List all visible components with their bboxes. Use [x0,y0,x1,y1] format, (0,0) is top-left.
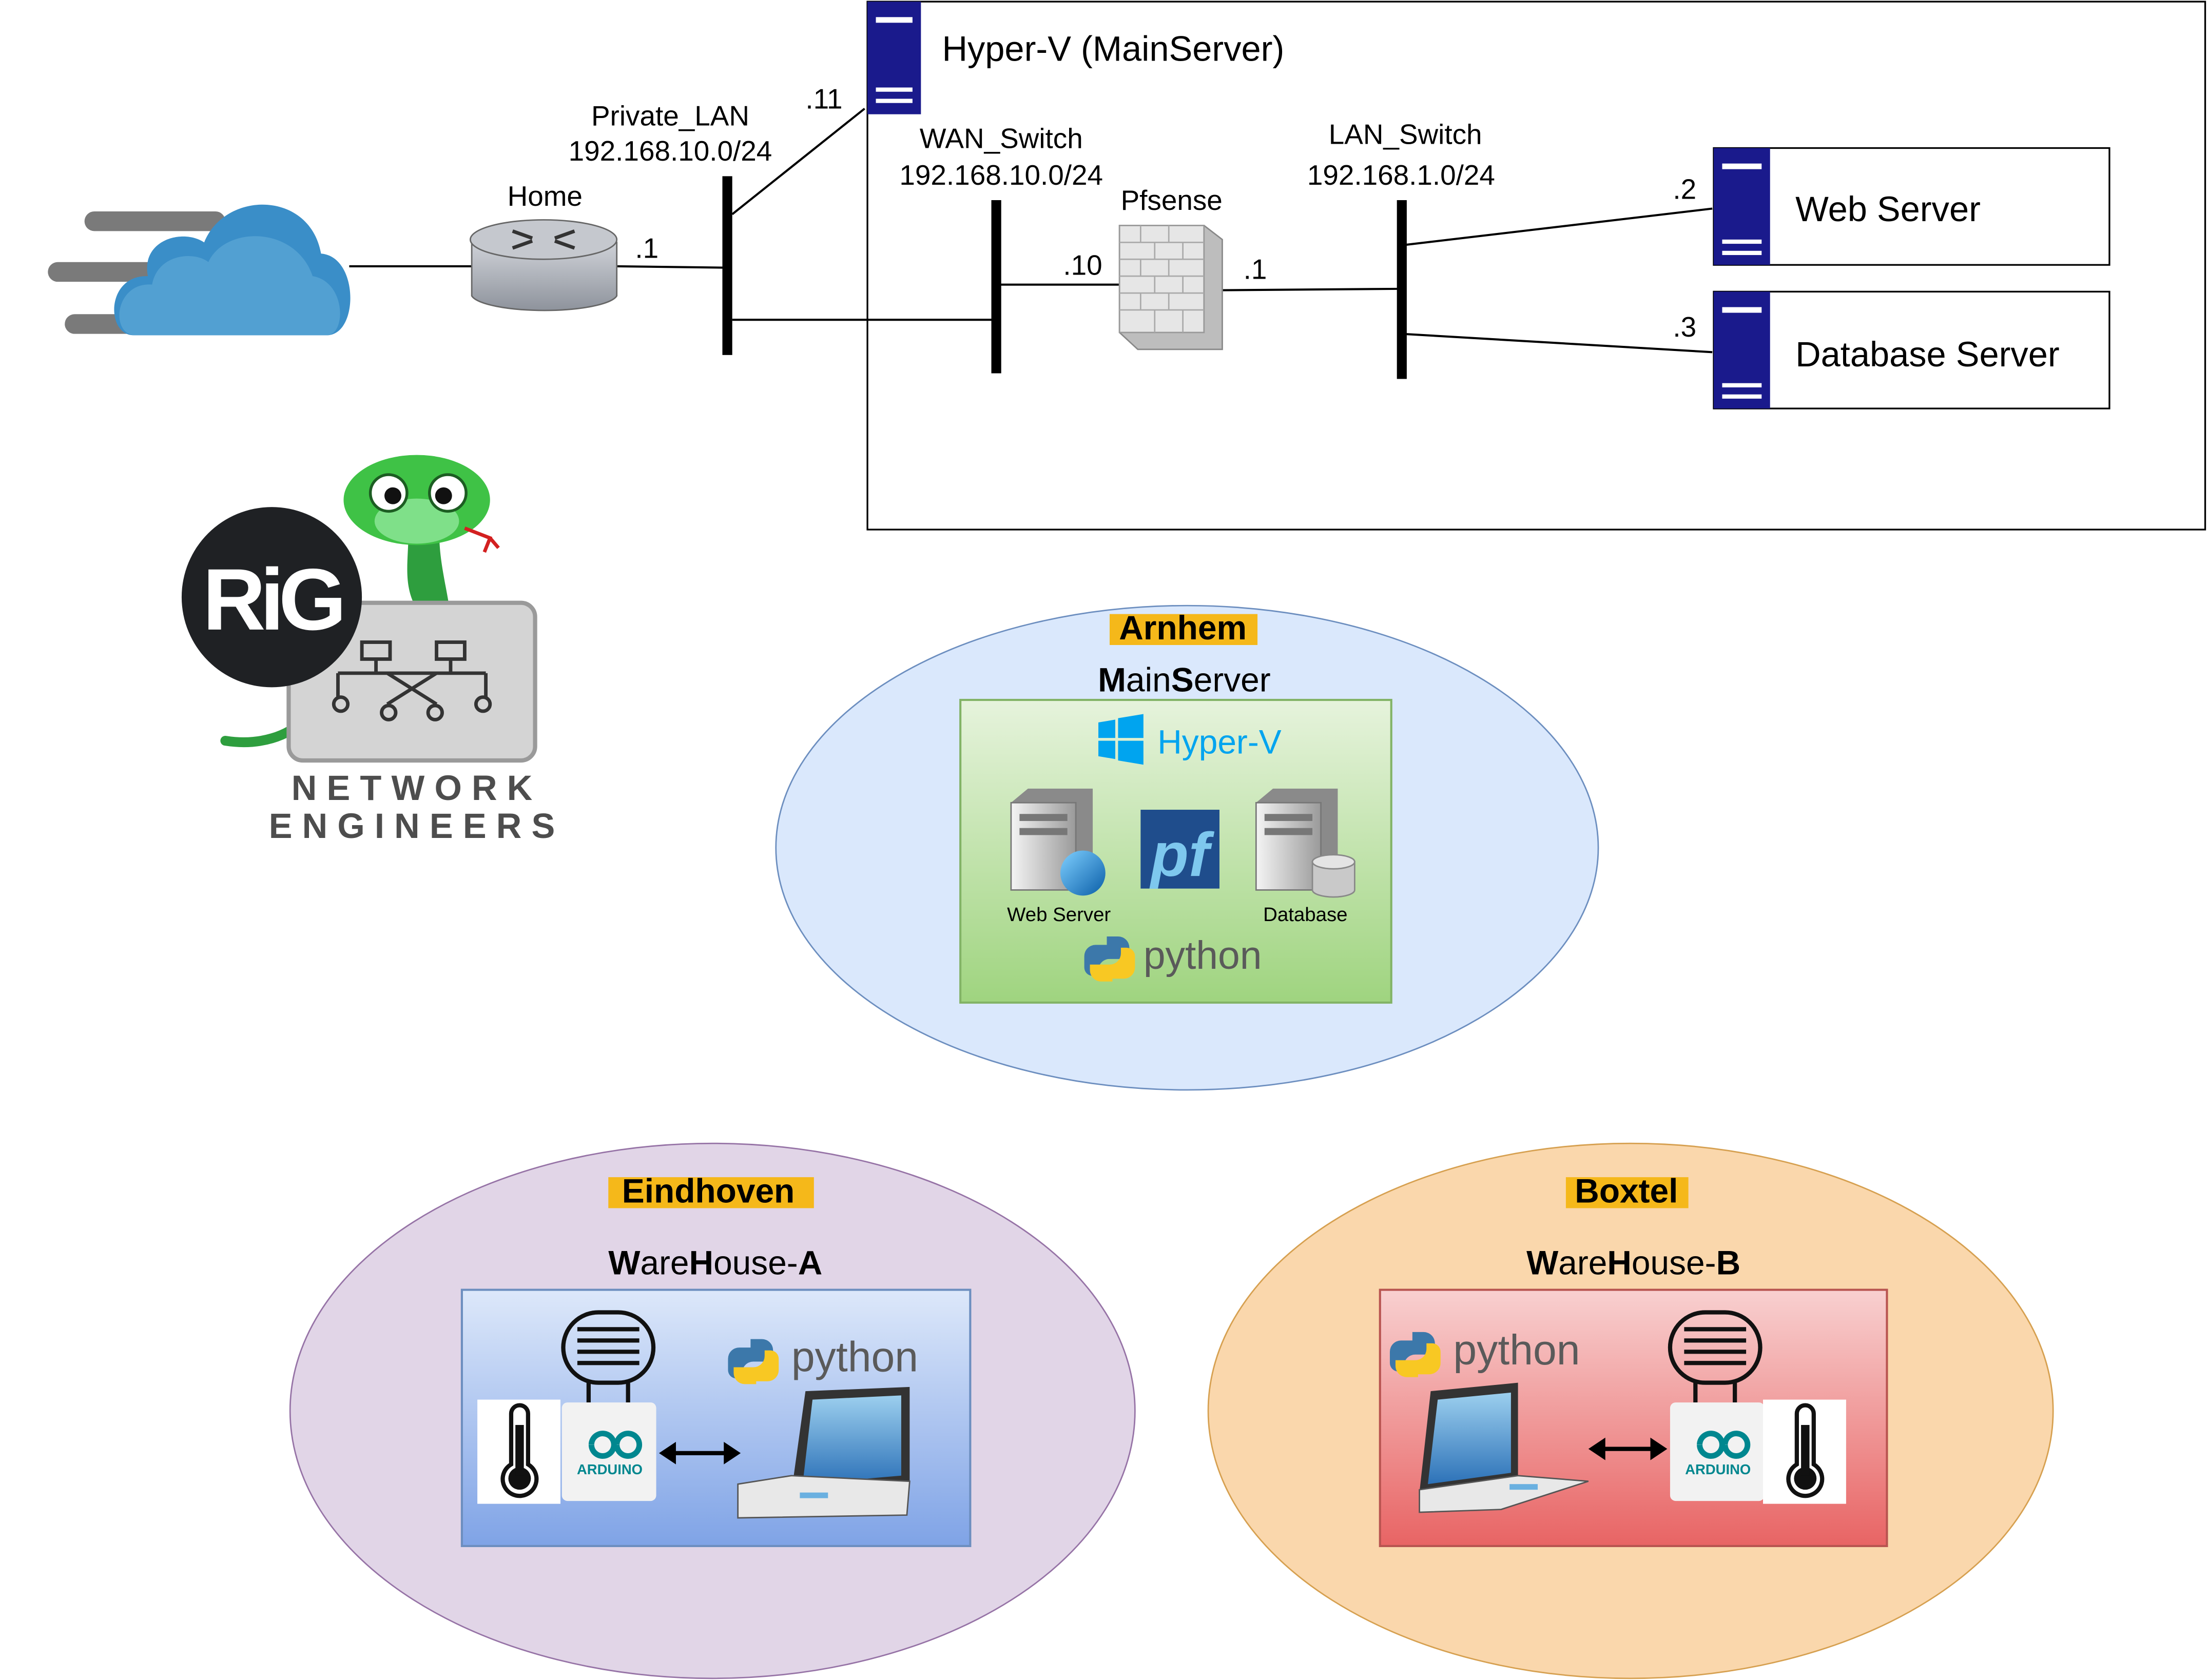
site-eindhoven: Eindhoven WareHouse-A ARDUINO python [289,1142,1136,1679]
db-server-label: Database Server [1795,335,2060,374]
web-server-ip: .2 [1673,173,1696,205]
thermometer-icon [1763,1399,1846,1504]
lan-switch-subnet: 192.168.1.0/24 [1307,159,1495,191]
site-boxtel: Boxtel WareHouse-B python ARDUINO [1207,1142,2054,1679]
arnhem-server-title: MainServer [1098,661,1271,699]
svg-text:ARDUINO: ARDUINO [577,1461,643,1477]
eindhoven-highlight [608,1177,814,1208]
python-text: python [1453,1326,1580,1374]
db-server-icon [1713,291,1770,409]
site-arnhem: Arnhem MainServer Hyper-V Web Server pf [775,604,1599,1091]
pfsense-wan-ip: .10 [1063,249,1102,281]
warehouse-a-title: WareHouse-A [608,1243,822,1281]
database-caption: Database [1263,904,1347,926]
hyperv-ip-label: .11 [805,83,842,115]
boxtel-highlight [1565,1177,1689,1208]
logo-line1: NETWORK [292,768,543,808]
hyperv-title: Hyper-V (MainServer) [942,29,1284,68]
python-text: python [791,1334,918,1381]
hyperv-server-icon [867,2,921,114]
database-server-icon [1255,788,1355,898]
bidirectional-arrow-icon [659,1441,741,1464]
db-server-ip: .3 [1673,311,1696,343]
light-sensor-icon [561,1310,656,1403]
web-server-icon [1713,148,1770,265]
snake-head-icon [343,455,500,553]
web-server-label: Web Server [1795,189,1981,229]
warehouse-b-title: WareHouse-B [1526,1243,1740,1281]
svg-text:ARDUINO: ARDUINO [1685,1461,1751,1477]
router-ip-label: .1 [635,232,658,264]
hyperv-logo-text: Hyper-V [1157,722,1282,760]
snake-body [407,535,451,617]
private-lan-switch[interactable] [722,176,732,355]
arduino-icon: ARDUINO [561,1402,656,1501]
pfsense-logo-icon: pf [1140,810,1219,889]
home-label: Home [508,180,583,212]
arnhem-city: Arnhem [1119,609,1247,647]
arnhem-highlight [1109,614,1258,646]
wan-switch-name: WAN_Switch [920,123,1083,154]
python-logo-icon [1084,936,1135,982]
python-logo-icon [728,1339,779,1384]
python-text: python [1144,933,1262,978]
topology: Hyper-V (MainServer) Home .1 Private_LAN [48,1,2206,531]
bidirectional-arrow-icon [1588,1437,1668,1460]
lan-switch-name: LAN_Switch [1329,118,1482,150]
laptop-icon [1419,1382,1589,1513]
light-sensor-icon [1668,1310,1762,1403]
pfsense-firewall-icon[interactable] [1118,225,1223,350]
private-lan-name: Private_LAN [591,100,749,132]
web-server-box[interactable] [1713,147,2110,266]
laptop-icon [737,1386,911,1519]
web-server-icon [1010,788,1106,896]
python-logo-icon [1389,1332,1441,1377]
rig-badge-text: RiG [203,551,341,649]
windows-logo-icon [1098,714,1144,765]
logo-line2: ENGINEERS [269,806,565,846]
pfsense-label: Pfsense [1121,184,1223,216]
private-lan-subnet: 192.168.10.0/24 [569,135,772,167]
network-tree-icon [332,640,492,721]
thermometer-icon [477,1399,560,1504]
internet-cloud-icon [48,204,351,336]
pfsense-lan-ip: .1 [1244,253,1267,285]
rig-logo: RiG NETWORK ENGINEERS [181,455,565,846]
rig-badge [181,507,362,688]
web-server-caption: Web Server [1007,904,1111,926]
wan-switch[interactable] [991,200,1001,374]
arduino-icon: ARDUINO [1670,1402,1765,1501]
boxtel-city: Boxtel [1575,1171,1678,1209]
lan-switch[interactable] [1397,200,1407,379]
wan-switch-subnet: 192.168.10.0/24 [899,159,1103,191]
db-server-box[interactable] [1713,290,2110,409]
home-router-icon[interactable] [469,219,618,311]
svg-text:pf: pf [1149,820,1215,889]
eindhoven-city: Eindhoven [622,1171,795,1209]
